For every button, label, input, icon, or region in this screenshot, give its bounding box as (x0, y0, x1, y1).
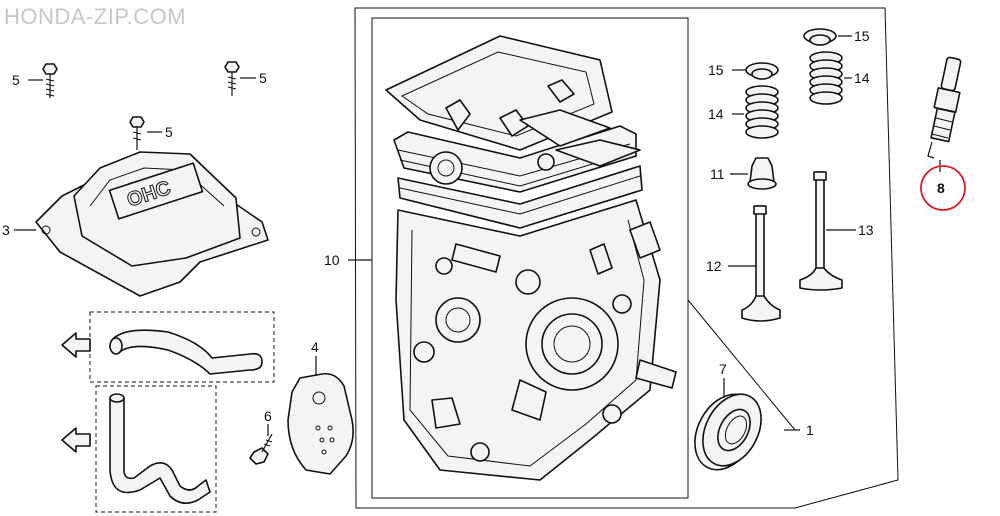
breather-tube-upper[interactable] (89, 311, 275, 383)
callout-5-cover: 5 (165, 124, 173, 140)
arrow-left-upper (61, 332, 91, 358)
callout-12: 12 (706, 258, 722, 274)
valve-stem-seal[interactable] (747, 157, 777, 190)
callout-7: 7 (719, 361, 727, 377)
bolt-left[interactable] (42, 63, 58, 98)
callout-13: 13 (858, 222, 874, 238)
callout-14-upper: 14 (854, 70, 870, 86)
valve-retainer-lower[interactable] (745, 62, 779, 80)
callout-11: 11 (710, 166, 725, 182)
valve-exhaust[interactable] (799, 171, 843, 291)
callout-1: 1 (806, 422, 814, 438)
callout-5-right: 5 (259, 70, 267, 86)
gasket[interactable] (287, 372, 354, 475)
valve-spring-lower[interactable] (745, 85, 779, 139)
cylinder-block[interactable] (385, 35, 677, 481)
valve-spring-upper[interactable] (809, 51, 843, 105)
arrow-left-lower (61, 427, 91, 453)
callout-10: 10 (324, 252, 340, 268)
head-cover[interactable]: OHC (35, 151, 269, 297)
callout-14-lower: 14 (708, 106, 724, 122)
assembly-frame (354, 7, 899, 509)
callout-15-lower: 15 (708, 62, 724, 78)
watermark: HONDA-ZIP.COM (4, 4, 187, 29)
callout-15-upper: 15 (854, 28, 870, 44)
valve-intake[interactable] (741, 205, 781, 322)
bolt-cover[interactable] (129, 116, 145, 150)
spark-plug-highlight (920, 165, 966, 211)
breather-tube-lower[interactable] (95, 385, 217, 513)
callout-4: 4 (311, 339, 319, 355)
oil-seal[interactable] (682, 384, 772, 481)
bolt-right[interactable] (224, 61, 240, 96)
flange-bolt[interactable] (249, 433, 273, 465)
spark-plug[interactable] (927, 56, 962, 159)
callout-3: 3 (2, 222, 10, 238)
callout-8: 8 (937, 180, 945, 196)
callout-5-left: 5 (12, 72, 20, 88)
valve-retainer-upper[interactable] (803, 28, 837, 46)
callout-6: 6 (264, 408, 272, 424)
